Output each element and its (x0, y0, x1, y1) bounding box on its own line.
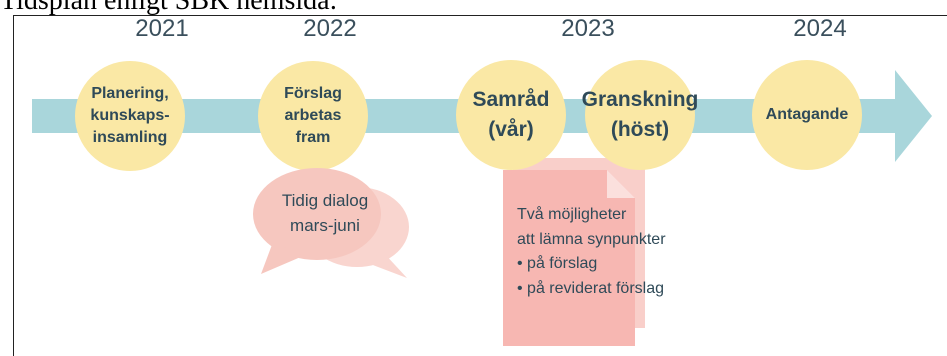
timeline-arrow (32, 70, 932, 162)
page-caption: Tidsplan enligt SBK hemsida: (0, 0, 338, 16)
phase-label: Granskning (höst) (581, 88, 699, 141)
phase-planering: Planering, kunskaps- insamling (75, 61, 185, 171)
document-icon (503, 158, 645, 346)
year-label-2024: 2024 (793, 15, 847, 42)
phase-label: Planering, kunskaps- insamling (90, 85, 170, 146)
document-note: Två möjligheter att lämna synpunkter • p… (517, 203, 727, 301)
phase-antagande: Antagande (752, 60, 862, 170)
phase-samrad: Samråd (vår) (456, 60, 566, 170)
year-label-2022: 2022 (303, 15, 357, 42)
note-bullet-2: • på reviderat förslag (517, 279, 665, 297)
phase-granskning: Granskning (höst) (582, 60, 698, 170)
diagram-frame (13, 15, 947, 356)
phase-label: Samråd (vår) (472, 88, 550, 141)
phase-label: Antagande (765, 106, 849, 123)
dialog-bubble-icon (253, 168, 409, 278)
year-label-2021: 2021 (135, 15, 189, 42)
dialog-text: Tidig dialog mars-juni (281, 191, 369, 235)
phase-forslag: Förslag arbetas fram (258, 61, 368, 171)
note-bullet-1: • på förslag (517, 255, 598, 272)
year-label-2023: 2023 (561, 15, 615, 42)
note-intro-line-2: att lämna synpunkter (517, 230, 666, 248)
phase-label: Förslag arbetas fram (284, 85, 342, 146)
note-intro-line-1: Två möjligheter (517, 206, 627, 223)
